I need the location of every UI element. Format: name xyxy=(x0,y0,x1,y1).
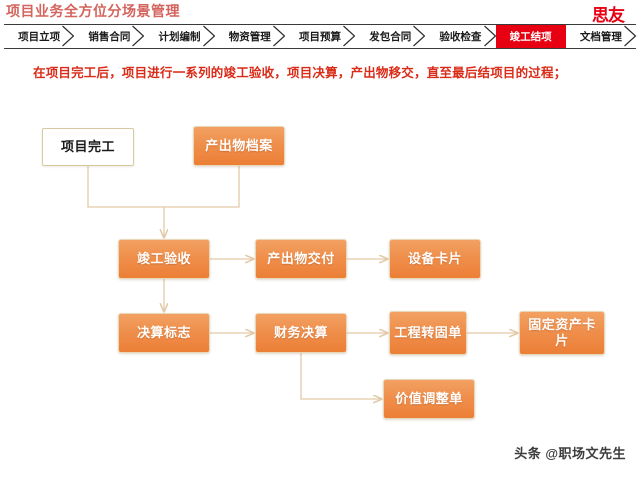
flow-node-project-complete[interactable]: 项目完工 xyxy=(42,128,134,166)
flow-node-output-delivery[interactable]: 产出物交付 xyxy=(255,239,347,279)
nav-tab-label: 销售合同 xyxy=(88,31,131,43)
flow-node-completion-acceptance[interactable]: 竣工验收 xyxy=(118,239,210,279)
flow-node-label: 价值调整单 xyxy=(395,391,463,406)
nav-tab-label: 项目预算 xyxy=(298,31,341,43)
brand-logo-text: 思友 xyxy=(592,6,625,25)
nav-tab-label: 验收检查 xyxy=(439,31,482,43)
flow-node-label: 财务决算 xyxy=(273,325,328,340)
nav-tab-label: 物资管理 xyxy=(228,31,271,43)
connector-archive-to-acceptance xyxy=(164,166,240,208)
nav-tab-6[interactable]: 发包合同 xyxy=(355,25,426,48)
flow-node-equipment-card[interactable]: 设备卡片 xyxy=(389,239,481,279)
connector-financial-to-value-adjust xyxy=(300,353,381,399)
flow-node-label: 设备卡片 xyxy=(407,251,462,266)
flow-node-label: 决算标志 xyxy=(136,325,191,340)
breadcrumb-nav: 项目立项 销售合同 计划编制 物资管理 项目预算 发包合同 验收检查 竣工结项 文档管理 xyxy=(4,24,637,49)
watermark: 头条 @职场文先生 xyxy=(514,446,626,461)
flow-node-output-archive[interactable]: 产出物档案 xyxy=(193,126,285,166)
page-title: 项目业务全方位分场景管理 xyxy=(6,3,180,19)
nav-tab-8[interactable]: 竣工结项 xyxy=(495,25,567,48)
nav-tab-5[interactable]: 项目预算 xyxy=(284,25,356,48)
nav-tab-label: 计划编制 xyxy=(158,31,201,43)
nav-tab-3[interactable]: 计划编制 xyxy=(144,25,216,48)
flow-node-label: 产出物档案 xyxy=(205,138,273,153)
flow-node-label: 竣工验收 xyxy=(136,251,191,266)
brand-logo: 思友 xyxy=(592,6,638,26)
nav-tab-2[interactable]: 销售合同 xyxy=(74,25,145,48)
nav-tab-label: 项目立项 xyxy=(18,31,61,43)
flow-node-settlement-flag[interactable]: 决算标志 xyxy=(118,313,210,353)
nav-tab-label: 发包合同 xyxy=(369,31,412,43)
flow-node-label: 产出物交付 xyxy=(267,251,335,266)
flow-node-label: 项目完工 xyxy=(60,139,115,154)
scenario-description: 在项目完工后，项目进行一系列的竣工验收，项目决算，产出物移交，直至最后结项目的过… xyxy=(33,66,567,80)
nav-tab-label: 竣工结项 xyxy=(509,31,552,43)
chevron-right-icon xyxy=(553,25,567,48)
flow-node-value-adjust-form[interactable]: 价值调整单 xyxy=(383,379,475,419)
flow-node-financial-settlement[interactable]: 财务决算 xyxy=(255,313,347,353)
connector-complete-to-acceptance xyxy=(87,166,164,208)
flow-node-project-to-asset-form[interactable]: 工程转固单 xyxy=(389,311,467,355)
nav-tab-9[interactable]: 文档管理 xyxy=(565,25,637,48)
flow-node-label: 工程转固单 xyxy=(394,325,462,340)
nav-tab-label: 文档管理 xyxy=(579,31,622,43)
flow-node-label: 固定资产卡片 xyxy=(528,317,596,348)
flow-node-fixed-asset-card[interactable]: 固定资产卡片 xyxy=(519,311,605,355)
